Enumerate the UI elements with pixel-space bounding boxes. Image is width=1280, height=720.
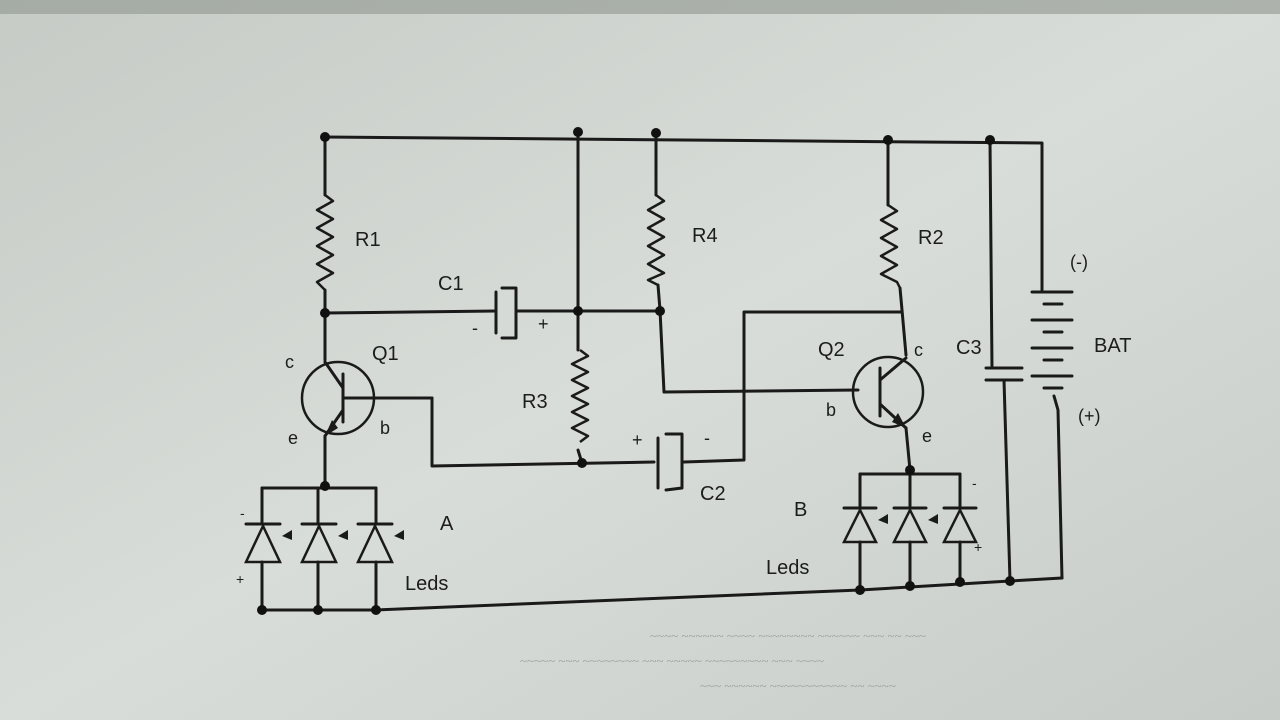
c1-minus: - <box>472 318 478 338</box>
leds-a-minus: - <box>240 505 245 521</box>
c2-plate-neg <box>664 432 684 492</box>
leds-a-plus: + <box>236 571 244 587</box>
led-a3 <box>356 522 394 564</box>
bat-minus: (-) <box>1070 252 1088 272</box>
label-c1: C1 <box>438 273 464 295</box>
leds-b-top-leads <box>858 468 962 508</box>
leds-a-top-leads <box>260 486 378 524</box>
bat-plus: (+) <box>1078 406 1101 426</box>
label-r1: R1 <box>355 229 381 251</box>
led-b1 <box>841 506 879 544</box>
q1-pin-c: c <box>285 352 294 372</box>
q2-pin-b: b <box>826 400 836 420</box>
resistor-r3 <box>570 349 590 443</box>
c2-plus: + <box>632 430 643 450</box>
junction-dots <box>257 127 1015 615</box>
q2-pin-c: c <box>914 340 923 360</box>
label-leds-b: Leds <box>766 557 809 579</box>
label-q2: Q2 <box>818 339 845 361</box>
transistor-q2 <box>851 355 925 429</box>
led-a2 <box>300 522 338 564</box>
led-a2-light-icon <box>338 530 348 540</box>
label-r4: R4 <box>692 225 718 247</box>
q1-pin-b: b <box>380 418 390 438</box>
q2-leads <box>878 356 908 430</box>
resistor-r1 <box>315 194 335 291</box>
label-group-a: A <box>440 513 454 535</box>
svg-text:~~~~~ ~~~ ~~~~~~~~ ~~~ ~~~~~ ~: ~~~~~ ~~~ ~~~~~~~~ ~~~ ~~~~~ ~~~~~~~~~ ~… <box>520 653 824 668</box>
led-b1-light-icon <box>878 514 888 524</box>
leds-b-plus: + <box>974 539 982 555</box>
leds-a-bottom-leads <box>260 560 378 612</box>
led-b2 <box>891 506 929 544</box>
q2-collector-link <box>682 310 904 464</box>
label-c2: C2 <box>700 483 726 505</box>
bottom-return-wire <box>260 588 862 612</box>
label-r2: R2 <box>918 227 944 249</box>
r4-wire <box>654 131 860 394</box>
q2-pin-e: e <box>922 426 932 446</box>
label-group-b: B <box>794 499 807 521</box>
c1-left-wire <box>323 309 498 315</box>
c2-minus: - <box>704 428 710 448</box>
r2-wire <box>886 138 908 357</box>
label-bat: BAT <box>1094 335 1131 357</box>
c1-plate-pos <box>500 286 518 340</box>
led-a1 <box>244 522 282 564</box>
led-b3 <box>941 506 979 544</box>
svg-text:~~~ ~~~~~~ ~~~~~~~~~~~ ~~ ~~~~: ~~~ ~~~~~~ ~~~~~~~~~~~ ~~ ~~~~ <box>700 678 896 693</box>
c1-plus: + <box>538 314 549 334</box>
resistor-r4 <box>646 194 666 287</box>
svg-text:~~~~ ~~~~~~ ~~~~ ~~~~~~~~ ~~~~: ~~~~ ~~~~~~ ~~~~ ~~~~~~~~ ~~~~~~ ~~~ ~~ … <box>650 628 926 643</box>
led-a3-light-icon <box>394 530 404 540</box>
label-c3: C3 <box>956 337 982 359</box>
label-leds-a: Leds <box>405 573 448 595</box>
label-q1: Q1 <box>372 343 399 365</box>
c3-top-plate <box>984 138 1024 370</box>
r3-wire <box>576 130 584 465</box>
c3-bottom-plate <box>984 378 1024 583</box>
q1-pin-e: e <box>288 428 298 448</box>
label-r3: R3 <box>522 391 548 413</box>
q1-emitter-arrow <box>325 420 338 436</box>
q2-emitter-wire <box>904 426 912 472</box>
led-b2-light-icon <box>928 514 938 524</box>
led-a1-light-icon <box>282 530 292 540</box>
top-rail-wire <box>323 135 1044 292</box>
resistor-r2 <box>879 203 902 289</box>
q2-emitter-arrow <box>892 413 906 428</box>
leds-b-bottom-leads <box>858 540 962 592</box>
battery-bat <box>1030 290 1074 580</box>
leds-b-minus: - <box>972 475 977 491</box>
